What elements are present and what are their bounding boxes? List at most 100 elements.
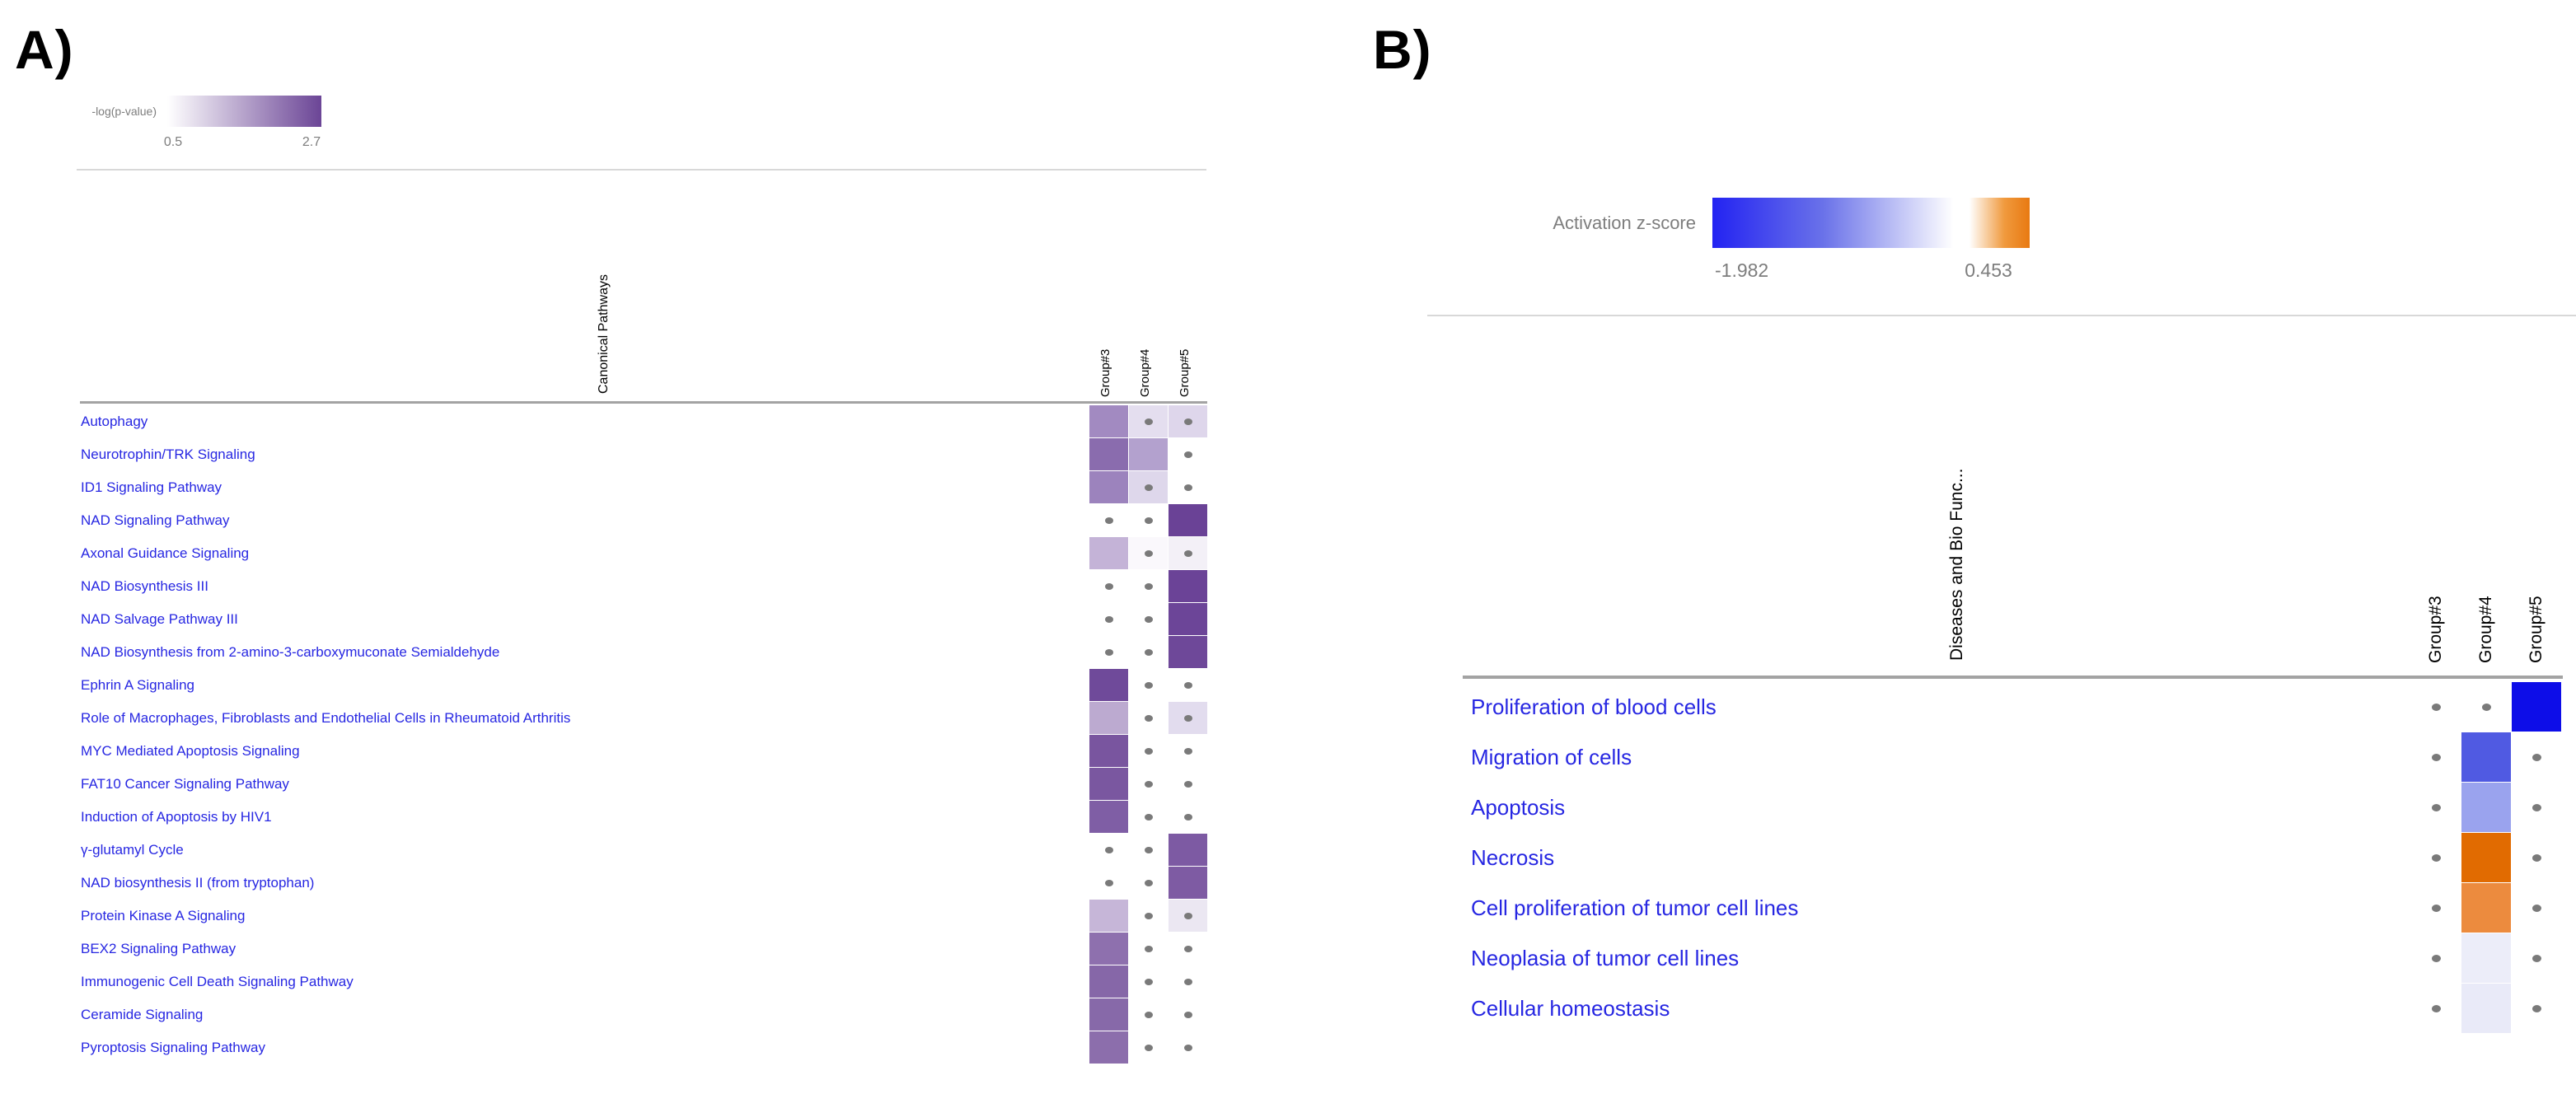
not-significant-dot [1184,451,1192,458]
row-label: Cellular homeostasis [1471,996,1670,1021]
not-significant-dot [2432,955,2441,962]
not-significant-dot [2532,754,2541,761]
heatmap-cell [1129,438,1168,470]
row-label: Role of Macrophages, Fibroblasts and End… [81,710,571,726]
row-label: MYC Mediated Apoptosis Signaling [81,743,300,759]
heatmap-cell [1089,537,1128,569]
heatmap-cell [1169,867,1207,899]
not-significant-dot [1184,682,1192,689]
not-significant-dot [1184,1012,1192,1018]
not-significant-dot [1145,880,1153,886]
row-label: BEX2 Signaling Pathway [81,941,237,956]
not-significant-dot [1145,418,1153,425]
not-significant-dot [1145,847,1153,853]
panel-b-legend-max-label: 0.453 [1965,259,2012,281]
not-significant-dot [1184,814,1192,820]
not-significant-dot [1105,616,1113,623]
heatmap-cell [1169,603,1207,635]
heatmap-cell [2461,783,2511,832]
panel-b-legend-title: Activation z-score [1553,213,1696,233]
row-label: FAT10 Cancer Signaling Pathway [81,776,289,792]
heatmap-cell [1089,471,1128,503]
heatmap-cell [2512,682,2561,732]
heatmap-cell [1169,570,1207,602]
heatmap-cell [1089,801,1128,833]
not-significant-dot [1145,781,1153,788]
row-label: γ-glutamyl Cycle [81,842,184,858]
not-significant-dot [2532,804,2541,811]
not-significant-dot [1145,979,1153,985]
row-label: NAD Salvage Pathway III [81,611,238,627]
not-significant-dot [2432,1005,2441,1012]
not-significant-dot [1145,1012,1153,1018]
row-label: Neoplasia of tumor cell lines [1471,946,1740,970]
heatmap-cell [1089,438,1128,470]
heatmap-cell [1089,900,1128,932]
panel-a-legend-gradient-bar [167,96,321,127]
not-significant-dot [1145,583,1153,590]
not-significant-dot [1184,748,1192,755]
not-significant-dot [1145,748,1153,755]
not-significant-dot [1105,880,1113,886]
row-label: Pyroptosis Signaling Pathway [81,1040,265,1055]
not-significant-dot [1145,682,1153,689]
heatmap-cell [1089,669,1128,701]
heatmap-cell [1169,504,1207,536]
heatmap-cell [1169,834,1207,866]
not-significant-dot [2532,955,2541,962]
not-significant-dot [2482,704,2491,711]
not-significant-dot [1145,484,1153,491]
not-significant-dot [2532,1005,2541,1012]
row-label: Autophagy [81,414,148,429]
not-significant-dot [2532,905,2541,912]
not-significant-dot [1105,583,1113,590]
heatmap-cell [1169,636,1207,668]
panel-b-legend-gradient-bar [1712,198,2030,248]
not-significant-dot [1145,715,1153,722]
panel-a-legend-min-label: 0.5 [163,135,183,149]
not-significant-dot [1184,781,1192,788]
row-label: NAD Signaling Pathway [81,512,230,528]
not-significant-dot [2432,854,2441,862]
not-significant-dot [1105,649,1113,656]
row-label: Migration of cells [1471,745,1632,769]
row-label: Induction of Apoptosis by HIV1 [81,809,272,825]
not-significant-dot [1184,1045,1192,1051]
heatmap-cell [1089,768,1128,800]
row-label: NAD Biosynthesis III [81,578,208,594]
row-label: Ephrin A Signaling [81,677,194,693]
row-label: NAD biosynthesis II (from tryptophan) [81,875,315,891]
heatmap-cell [2461,732,2511,782]
panel-b-legend-min-label: -1.982 [1715,259,1769,281]
heatmap-cell [1089,933,1128,965]
row-label: Necrosis [1471,845,1555,870]
row-label: Neurotrophin/TRK Signaling [81,446,255,462]
not-significant-dot [1145,814,1153,820]
not-significant-dot [1145,649,1153,656]
panel-b-header-line [1463,676,2563,679]
row-label: Axonal Guidance Signaling [81,545,250,561]
not-significant-dot [1145,550,1153,557]
row-label: Immunogenic Cell Death Signaling Pathway [81,974,354,989]
panel-a-top-divider [77,169,1206,171]
not-significant-dot [2532,854,2541,862]
not-significant-dot [1145,946,1153,952]
panel-a-header-line [80,401,1207,404]
not-significant-dot [1184,484,1192,491]
not-significant-dot [1184,979,1192,985]
panel-a-legend-max-label: 2.7 [302,135,321,149]
not-significant-dot [1184,946,1192,952]
row-label: ID1 Signaling Pathway [81,479,222,495]
not-significant-dot [1145,616,1153,623]
panel-b-label: B) [1373,19,1432,80]
not-significant-dot [1184,550,1192,557]
heatmap-cell [1089,702,1128,734]
heatmap-cell [1089,735,1128,767]
row-label: Proliferation of blood cells [1471,694,1717,719]
panel-a-label: A) [15,19,74,80]
not-significant-dot [1184,913,1192,919]
not-significant-dot [2432,804,2441,811]
